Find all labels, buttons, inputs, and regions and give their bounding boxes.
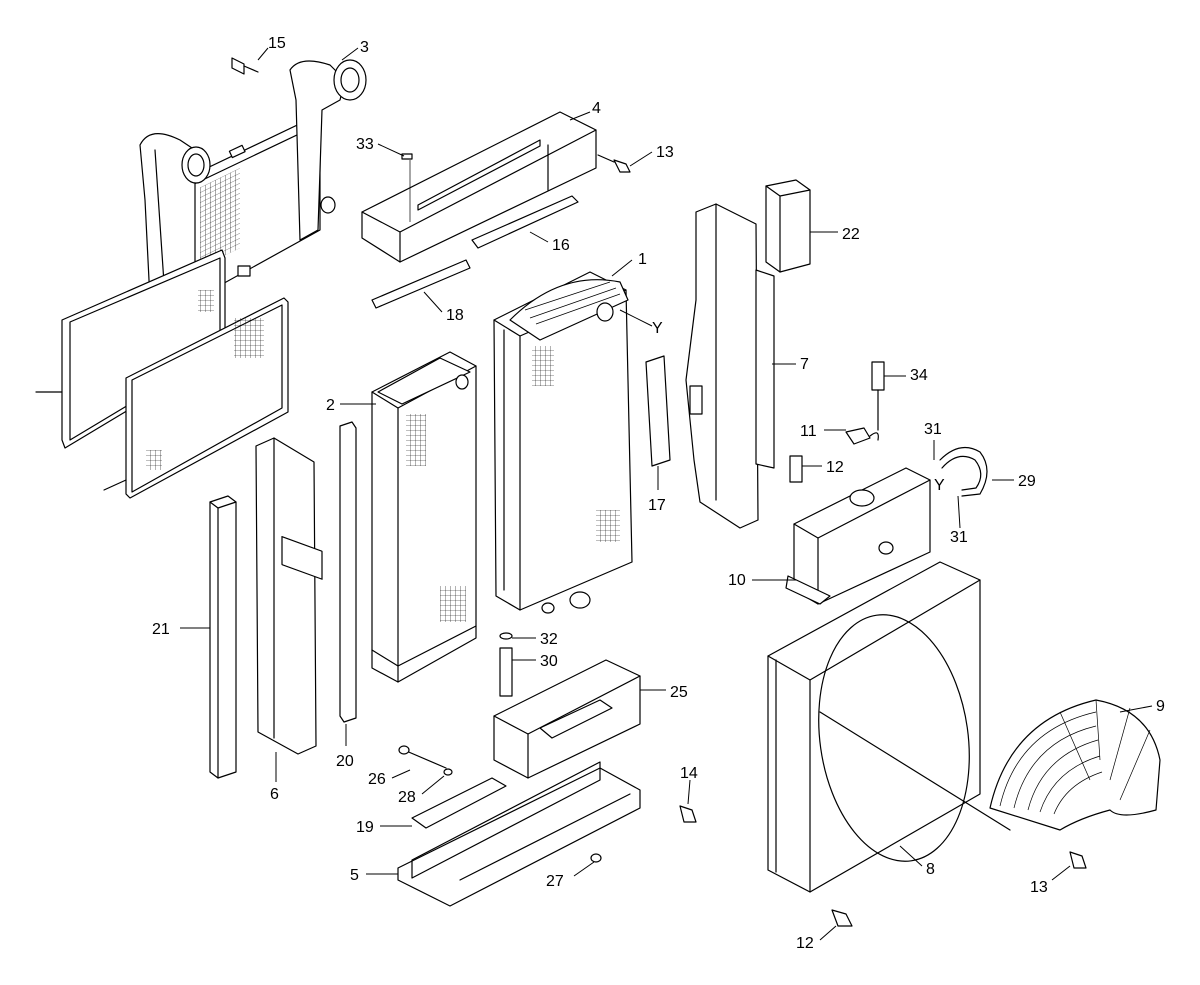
label-21: 21: [152, 621, 170, 638]
side-bracket-part: [685, 203, 775, 529]
label-31-top: 31: [924, 421, 942, 438]
bolt-13-top: [597, 154, 631, 173]
label-17: 17: [648, 497, 666, 514]
label-y-tank: Y: [934, 477, 945, 494]
label-12-tank: 12: [826, 459, 844, 476]
label-25: 25: [670, 684, 688, 701]
expansion-tank-part: [785, 427, 931, 605]
top-bracket-part: [361, 111, 597, 263]
small-fasteners: [398, 745, 697, 863]
label-16: 16: [552, 237, 570, 254]
label-27: 27: [546, 873, 564, 890]
label-22: 22: [842, 226, 860, 243]
label-20: 20: [336, 753, 354, 770]
label-6: 6: [270, 786, 279, 803]
bolt-34: [871, 361, 885, 431]
label-7: 7: [800, 356, 809, 373]
label-4: 4: [592, 100, 601, 117]
bolt-15: [231, 57, 259, 75]
label-3: 3: [360, 39, 369, 56]
hose-part: [939, 446, 988, 497]
label-26: 26: [368, 771, 386, 788]
label-15: 15: [268, 35, 286, 52]
block-part: [765, 179, 811, 273]
radiator-part: [493, 271, 633, 614]
label-12-bottom: 12: [796, 935, 814, 952]
label-11: 11: [800, 423, 817, 440]
label-19: 19: [356, 819, 374, 836]
label-y-top: Y: [652, 320, 663, 337]
lower-brackets: [397, 761, 641, 907]
vertical-strips: [209, 421, 357, 779]
label-18: 18: [446, 307, 464, 324]
seal-pad-part: [645, 355, 671, 467]
label-13-top: 13: [656, 144, 674, 161]
bottom-bolts: [831, 851, 1087, 927]
leader-lines: [180, 47, 1153, 941]
label-9: 9: [1156, 698, 1165, 715]
drain-pin-part: [499, 632, 513, 697]
label-14: 14: [680, 765, 698, 782]
label-32: 32: [540, 631, 558, 648]
label-8: 8: [926, 861, 935, 878]
fan-shroud-part: [767, 561, 1011, 893]
label-5: 5: [350, 867, 359, 884]
foam-strips: [371, 195, 579, 309]
radiator-secondary-part: [371, 351, 477, 683]
label-1: 1: [638, 251, 647, 268]
condenser-panels: [35, 249, 289, 499]
label-28: 28: [398, 789, 416, 806]
fan-guard-part: [989, 699, 1161, 831]
cradle-part: [493, 659, 641, 779]
label-33: 33: [356, 136, 374, 153]
bolt-12-tank: [789, 455, 803, 483]
label-13-bottom: 13: [1030, 879, 1048, 896]
label-30: 30: [540, 653, 558, 670]
label-31-bottom: 31: [950, 529, 968, 546]
label-10: 10: [728, 572, 746, 589]
label-2: 2: [326, 397, 335, 414]
label-34: 34: [910, 367, 928, 384]
label-29: 29: [1018, 473, 1036, 490]
